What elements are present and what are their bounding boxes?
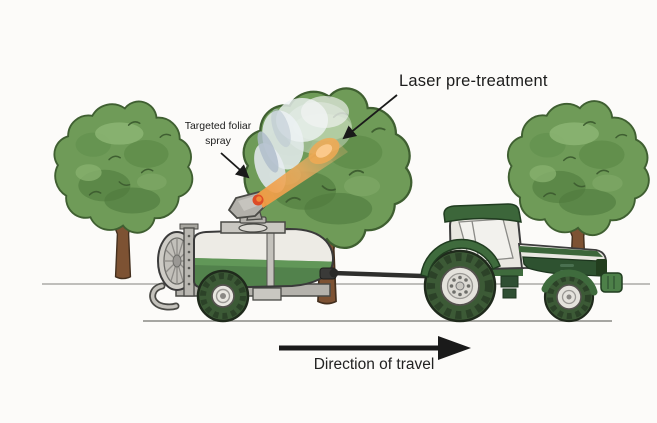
front-fender [541, 269, 598, 296]
hood-stripe [519, 246, 603, 257]
trailer-wheel [196, 269, 250, 323]
laser-label-arrow [342, 94, 398, 140]
rear-fender [420, 238, 501, 278]
tractor-rear-wheel [423, 249, 497, 323]
trailer-hook [149, 282, 180, 311]
sprayer-trailer [149, 190, 337, 323]
cab-step [500, 275, 519, 288]
front-weight [600, 272, 623, 293]
targeted-foliar-spray-label: Targeted foliar spray [184, 120, 252, 147]
grille [596, 259, 607, 276]
direction-arrow [279, 336, 471, 360]
laser-beam [252, 137, 348, 208]
laser-pretreatment-label: Laser pre-treatment [399, 72, 548, 90]
tractor [420, 203, 623, 323]
cab-roof [443, 203, 522, 223]
hitch-pin [329, 268, 339, 278]
direction-of-travel-label: Direction of travel [313, 356, 435, 373]
spray-label-arrow [220, 152, 250, 179]
tank-lid [238, 223, 268, 233]
